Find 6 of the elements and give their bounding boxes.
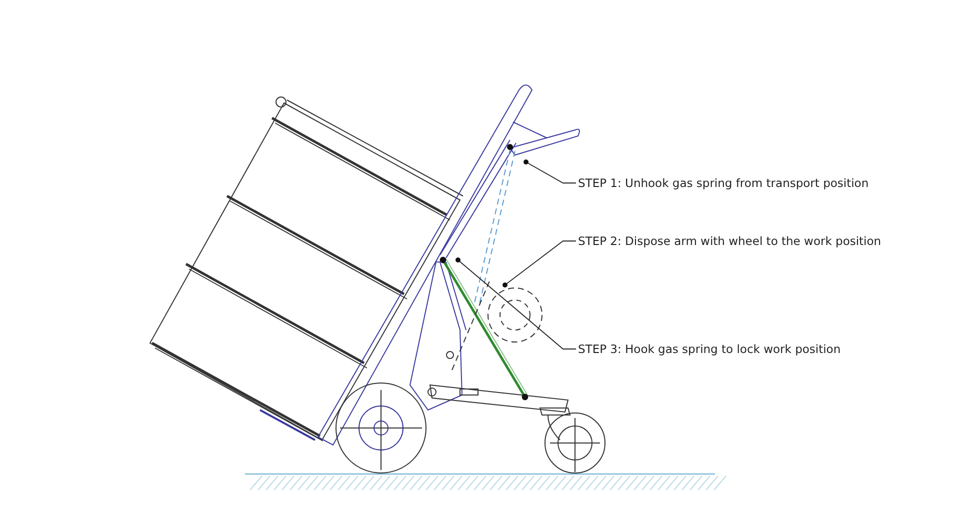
leader-line (456, 258, 576, 350)
step-instruction: STEP 2: Dispose arm with wheel to the work position (578, 234, 882, 248)
leader-line (502, 240, 576, 288)
step-instruction: STEP 1: Unhook gas spring from transport position (578, 176, 869, 190)
step-instruction: STEP 3: Hook gas spring to lock work position (578, 342, 841, 356)
leader-line (524, 160, 576, 184)
